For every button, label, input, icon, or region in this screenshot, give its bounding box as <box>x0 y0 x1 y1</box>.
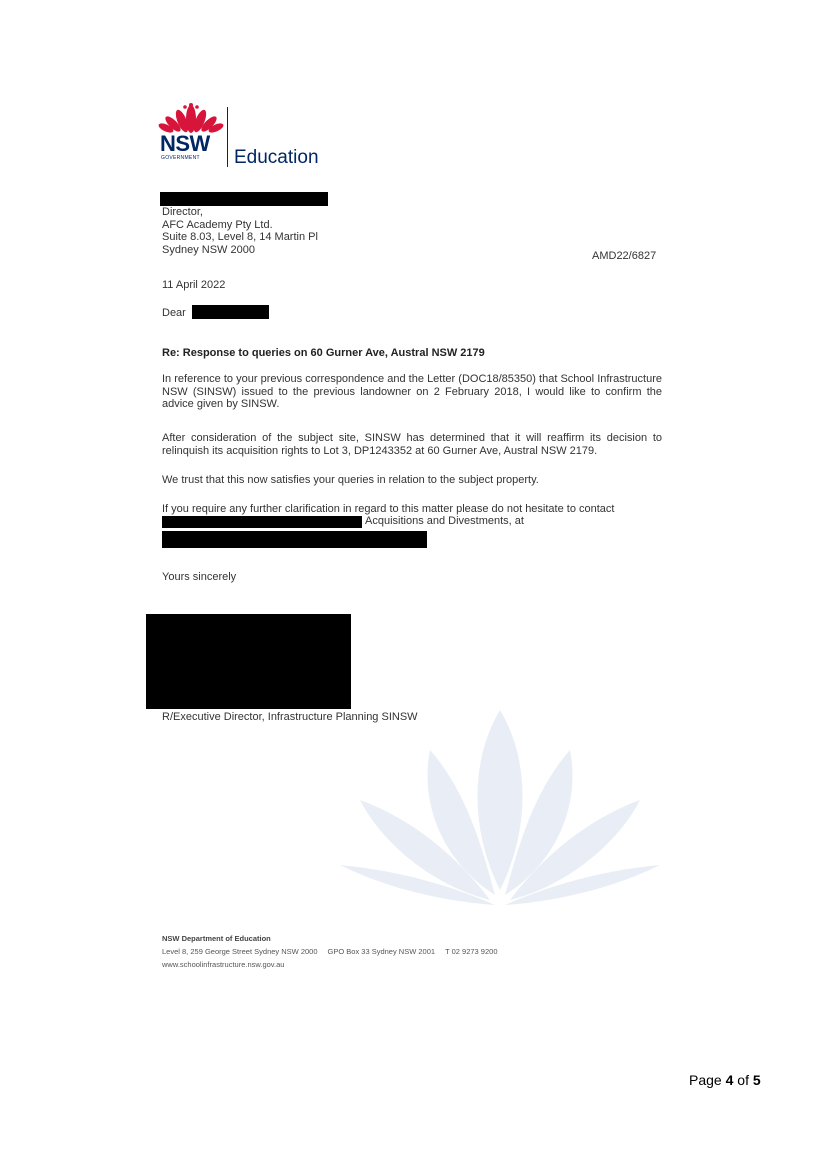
logo-department-text: Education <box>234 147 319 168</box>
paragraph-1: In reference to your previous correspond… <box>162 373 662 410</box>
footer-contact-line: Level 8, 259 George Street Sydney NSW 20… <box>162 945 498 958</box>
redacted-salutation-name <box>192 305 269 319</box>
paragraph-2: After consideration of the subject site,… <box>162 432 662 457</box>
salutation: Dear <box>162 307 186 319</box>
redacted-contact-name <box>162 516 362 528</box>
footer-website: www.schoolinfrastructure.nsw.gov.au <box>162 960 285 969</box>
page-number-prefix: Page <box>689 1072 726 1088</box>
redacted-contact-details <box>162 531 427 548</box>
page-number-current: 4 <box>725 1072 734 1088</box>
waratah-watermark-icon <box>340 710 660 905</box>
redacted-recipient-name <box>160 192 328 206</box>
reference-number: AMD22/6827 <box>592 250 657 262</box>
letter-date: 11 April 2022 <box>162 279 226 291</box>
paragraph-4-line-2: Acquisitions and Divestments, at <box>365 515 524 527</box>
recipient-company: AFC Academy Pty Ltd. <box>162 218 273 231</box>
waratah-logo-icon <box>158 103 224 133</box>
footer-department: NSW Department of Education <box>162 934 271 943</box>
department-footer: NSW Department of Education Level 8, 259… <box>162 932 498 971</box>
recipient-address-block: Director, AFC Academy Pty Ltd. Suite 8.0… <box>162 206 318 256</box>
paragraph-3: We trust that this now satisfies your qu… <box>162 474 539 486</box>
footer-phone: T 02 9273 9200 <box>445 947 498 956</box>
paragraph-4-line-1: If you require any further clarification… <box>162 503 615 515</box>
closing: Yours sincerely <box>162 571 237 583</box>
logo-divider <box>227 107 228 167</box>
footer-address: Level 8, 259 George Street Sydney NSW 20… <box>162 947 318 956</box>
redacted-signature <box>146 614 351 709</box>
page-number-total: 5 <box>752 1072 761 1088</box>
logo-nsw-text: NSW <box>160 131 210 156</box>
logo-government-text: GOVERNMENT <box>161 155 200 161</box>
nsw-education-logo: NSW GOVERNMENT Education <box>158 97 348 169</box>
recipient-title: Director, <box>162 206 203 218</box>
signatory-title: R/Executive Director, Infrastructure Pla… <box>162 711 418 723</box>
letter-subject: Re: Response to queries on 60 Gurner Ave… <box>162 347 485 359</box>
recipient-address-line-1: Suite 8.03, Level 8, 14 Martin Pl <box>162 231 318 243</box>
footer-po-box: GPO Box 33 Sydney NSW 2001 <box>327 947 436 956</box>
page-number-middle: of <box>733 1072 753 1088</box>
page-number: Page 4 of 5 <box>689 1072 761 1088</box>
recipient-address-line-2: Sydney NSW 2000 <box>162 243 255 256</box>
